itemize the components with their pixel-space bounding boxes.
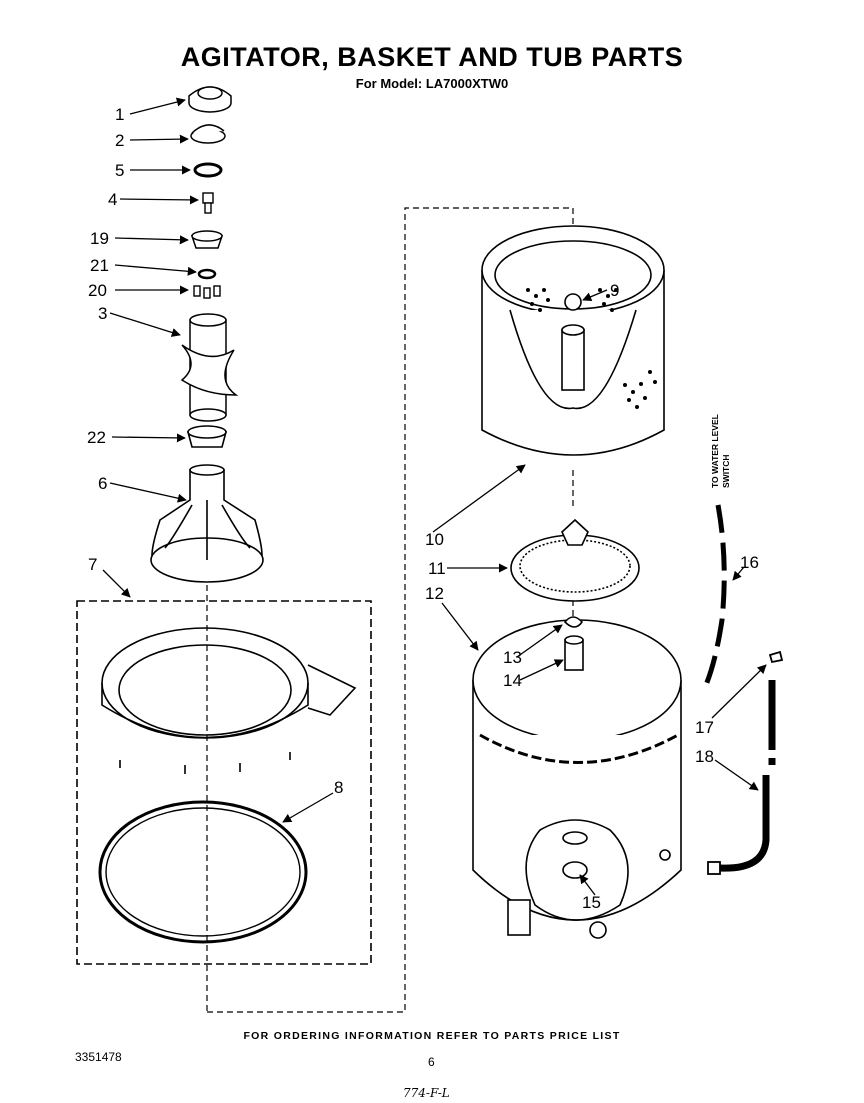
callout-3: 3 <box>98 304 107 323</box>
callout-10: 10 <box>425 530 444 549</box>
callout-4: 4 <box>108 190 117 209</box>
callout-20: 20 <box>88 281 107 300</box>
callout-9: 9 <box>610 281 619 300</box>
bolt-part <box>202 192 214 214</box>
basket-part <box>481 225 665 456</box>
callout-2: 2 <box>115 131 124 150</box>
ring-part <box>193 162 223 178</box>
dog-parts <box>193 285 221 299</box>
tub-seal-part <box>98 800 308 944</box>
callout-17: 17 <box>695 718 714 737</box>
ordering-info-note: FOR ORDERING INFORMATION REFER TO PARTS … <box>243 1030 621 1042</box>
callout-6: 6 <box>98 474 107 493</box>
document-number: 3351478 <box>75 1050 122 1064</box>
page-title: AGITATOR, BASKET AND TUB PARTS <box>180 42 684 72</box>
page-number: 6 <box>428 1055 435 1069</box>
drive-seal-part <box>562 831 588 879</box>
tub-ring-group-box <box>76 600 372 965</box>
handwritten-note: 774-F-L <box>403 1086 450 1100</box>
basket-holes <box>526 288 657 409</box>
agitator-barrel-part <box>180 313 239 422</box>
callout-16: 16 <box>740 553 759 572</box>
callout-19: 19 <box>90 229 109 248</box>
callout-18: 18 <box>695 747 714 766</box>
tub-ring-part <box>101 627 357 774</box>
callout-11: 11 <box>428 559 446 578</box>
callout-13: 13 <box>503 648 522 667</box>
agitator-cap-part <box>188 86 232 113</box>
water-level-switch-note: TO WATER LEVEL SWITCH <box>710 414 731 488</box>
callout-12: 12 <box>425 584 444 603</box>
callout-22: 22 <box>87 428 106 447</box>
cam-part <box>190 230 224 249</box>
hub-clip-parts <box>563 616 584 671</box>
callout-7: 7 <box>88 555 97 574</box>
outer-tub-part <box>472 619 682 939</box>
washer-part <box>197 268 217 280</box>
callout-1: 1 <box>115 105 124 124</box>
drain-hose-parts <box>707 650 784 875</box>
callout-15: 15 <box>582 893 601 912</box>
callout-14: 14 <box>503 671 522 690</box>
callout-8: 8 <box>334 778 343 797</box>
level-tube-part <box>703 504 727 686</box>
agitator-insert-part <box>186 425 228 448</box>
basket-drive-disc-part <box>510 518 640 602</box>
callout-5: 5 <box>115 161 124 180</box>
callout-leaders <box>102 97 767 896</box>
agitator-base-part <box>150 464 264 583</box>
side-note-line-2: SWITCH <box>721 454 731 488</box>
model-subtitle: For Model: LA7000XTW0 <box>355 76 509 91</box>
cover-part <box>190 124 226 144</box>
side-note-line-1: TO WATER LEVEL <box>710 414 720 488</box>
callout-21: 21 <box>90 256 109 275</box>
